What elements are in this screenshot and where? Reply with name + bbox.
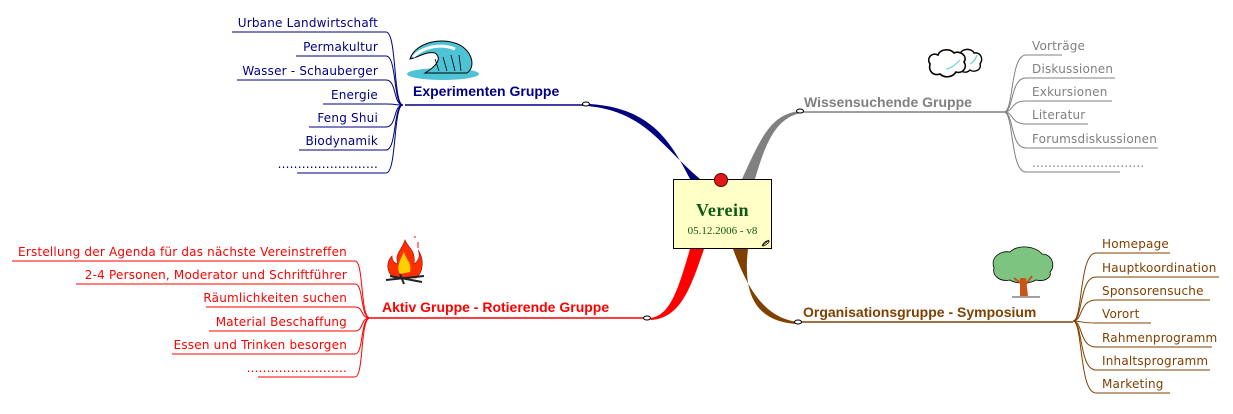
leaf-experimenten[interactable]: Permakultur xyxy=(303,40,378,54)
leaf-connector xyxy=(1072,299,1097,322)
central-title: Verein xyxy=(695,200,749,220)
leaf-wissen[interactable]: Forumsdiskussionen xyxy=(1032,132,1158,146)
campfire-icon xyxy=(385,236,425,285)
branch-node-wissen xyxy=(796,108,804,114)
leaf-wissen[interactable]: Diskussionen xyxy=(1032,62,1114,76)
cloud-icon xyxy=(927,48,983,78)
branch-node-experimenten xyxy=(582,101,590,107)
leaf-experimenten[interactable]: Biodynamik xyxy=(305,134,378,148)
branch-node-organisation xyxy=(794,319,802,325)
wave-icon xyxy=(407,40,479,80)
leaf-connector xyxy=(1003,77,1027,113)
branch-node-aktiv xyxy=(643,315,651,321)
tree-icon xyxy=(992,246,1054,298)
leaf-connector xyxy=(354,306,371,319)
leaf-connector xyxy=(1072,320,1097,394)
leaf-connector xyxy=(354,317,371,378)
connector-experimenten xyxy=(588,104,700,179)
leaf-connector xyxy=(1072,320,1097,371)
leaf-aktiv[interactable]: Material Beschaffung xyxy=(215,315,347,329)
leaf-aktiv[interactable]: 2-4 Personen, Moderator und Schriftführe… xyxy=(84,268,347,282)
branch-aktiv-gruppe[interactable]: Aktiv Gruppe - Rotierende Gruppe xyxy=(382,299,610,315)
leaf-experimenten[interactable]: Energie xyxy=(330,88,378,102)
leaf-aktiv[interactable]: Räumlichkeiten suchen xyxy=(203,291,347,305)
leaf-organisation[interactable]: Marketing xyxy=(1102,377,1164,391)
leaf-organisation[interactable]: Sponsorensuche xyxy=(1102,284,1204,298)
leaf-aktiv[interactable]: Essen und Trinken besorgen xyxy=(173,338,347,352)
leaf-experimenten[interactable]: ......................... xyxy=(277,157,378,171)
leaf-connector xyxy=(1003,100,1027,113)
paperclip-icon xyxy=(761,239,770,247)
leaf-connector xyxy=(385,79,404,106)
leaf-aktiv[interactable]: ......................... xyxy=(246,361,347,375)
leaf-organisation[interactable]: Vorort xyxy=(1102,307,1140,321)
leaf-organisation[interactable]: Inhaltsprogramm xyxy=(1102,354,1209,368)
leaf-organisation[interactable]: Homepage xyxy=(1102,237,1170,251)
leaf-wissen[interactable]: ............................ xyxy=(1032,156,1145,170)
leaf-connector xyxy=(385,31,404,106)
pushpin-icon xyxy=(714,173,728,187)
leaf-connector xyxy=(1072,276,1097,322)
leaf-connector xyxy=(385,104,404,174)
leaf-wissen[interactable]: Vorträge xyxy=(1032,39,1086,53)
connector-wissen xyxy=(742,111,801,179)
leaf-connector xyxy=(385,104,404,128)
leaf-experimenten[interactable]: Urbane Landwirtschaft xyxy=(237,16,378,30)
leaf-connector xyxy=(1003,111,1027,149)
leaf-connector xyxy=(354,260,371,319)
leaf-wissen[interactable]: Literatur xyxy=(1032,108,1086,122)
central-subtitle: 05.12.2006 - v8 xyxy=(687,225,758,237)
leaf-connector xyxy=(1003,111,1027,173)
leaf-connector xyxy=(354,283,371,319)
branch-experimenten-gruppe[interactable]: Experimenten Gruppe xyxy=(413,83,560,99)
connector-organisation xyxy=(733,249,798,324)
branch-organisationsgruppe[interactable]: Organisationsgruppe - Symposium xyxy=(803,304,1037,320)
leaf-wissen[interactable]: Exkursionen xyxy=(1032,85,1108,99)
leaf-connector xyxy=(385,55,404,106)
leaf-organisation[interactable]: Hauptkoordination xyxy=(1102,261,1217,275)
branch-wissensuchende-gruppe[interactable]: Wissensuchende Gruppe xyxy=(804,94,972,110)
leaf-organisation[interactable]: Rahmenprogramm xyxy=(1102,331,1218,345)
leaf-experimenten[interactable]: Wasser - Schauberger xyxy=(242,64,378,78)
leaf-experimenten[interactable]: Feng Shui xyxy=(317,111,378,125)
leaf-aktiv[interactable]: Erstellung der Agenda für das nächste Ve… xyxy=(18,245,347,259)
leaf-connector xyxy=(1003,54,1027,113)
connector-aktiv xyxy=(650,249,704,320)
central-topic[interactable]: Verein 05.12.2006 - v8 xyxy=(673,179,772,249)
leaf-connector xyxy=(1072,252,1097,322)
